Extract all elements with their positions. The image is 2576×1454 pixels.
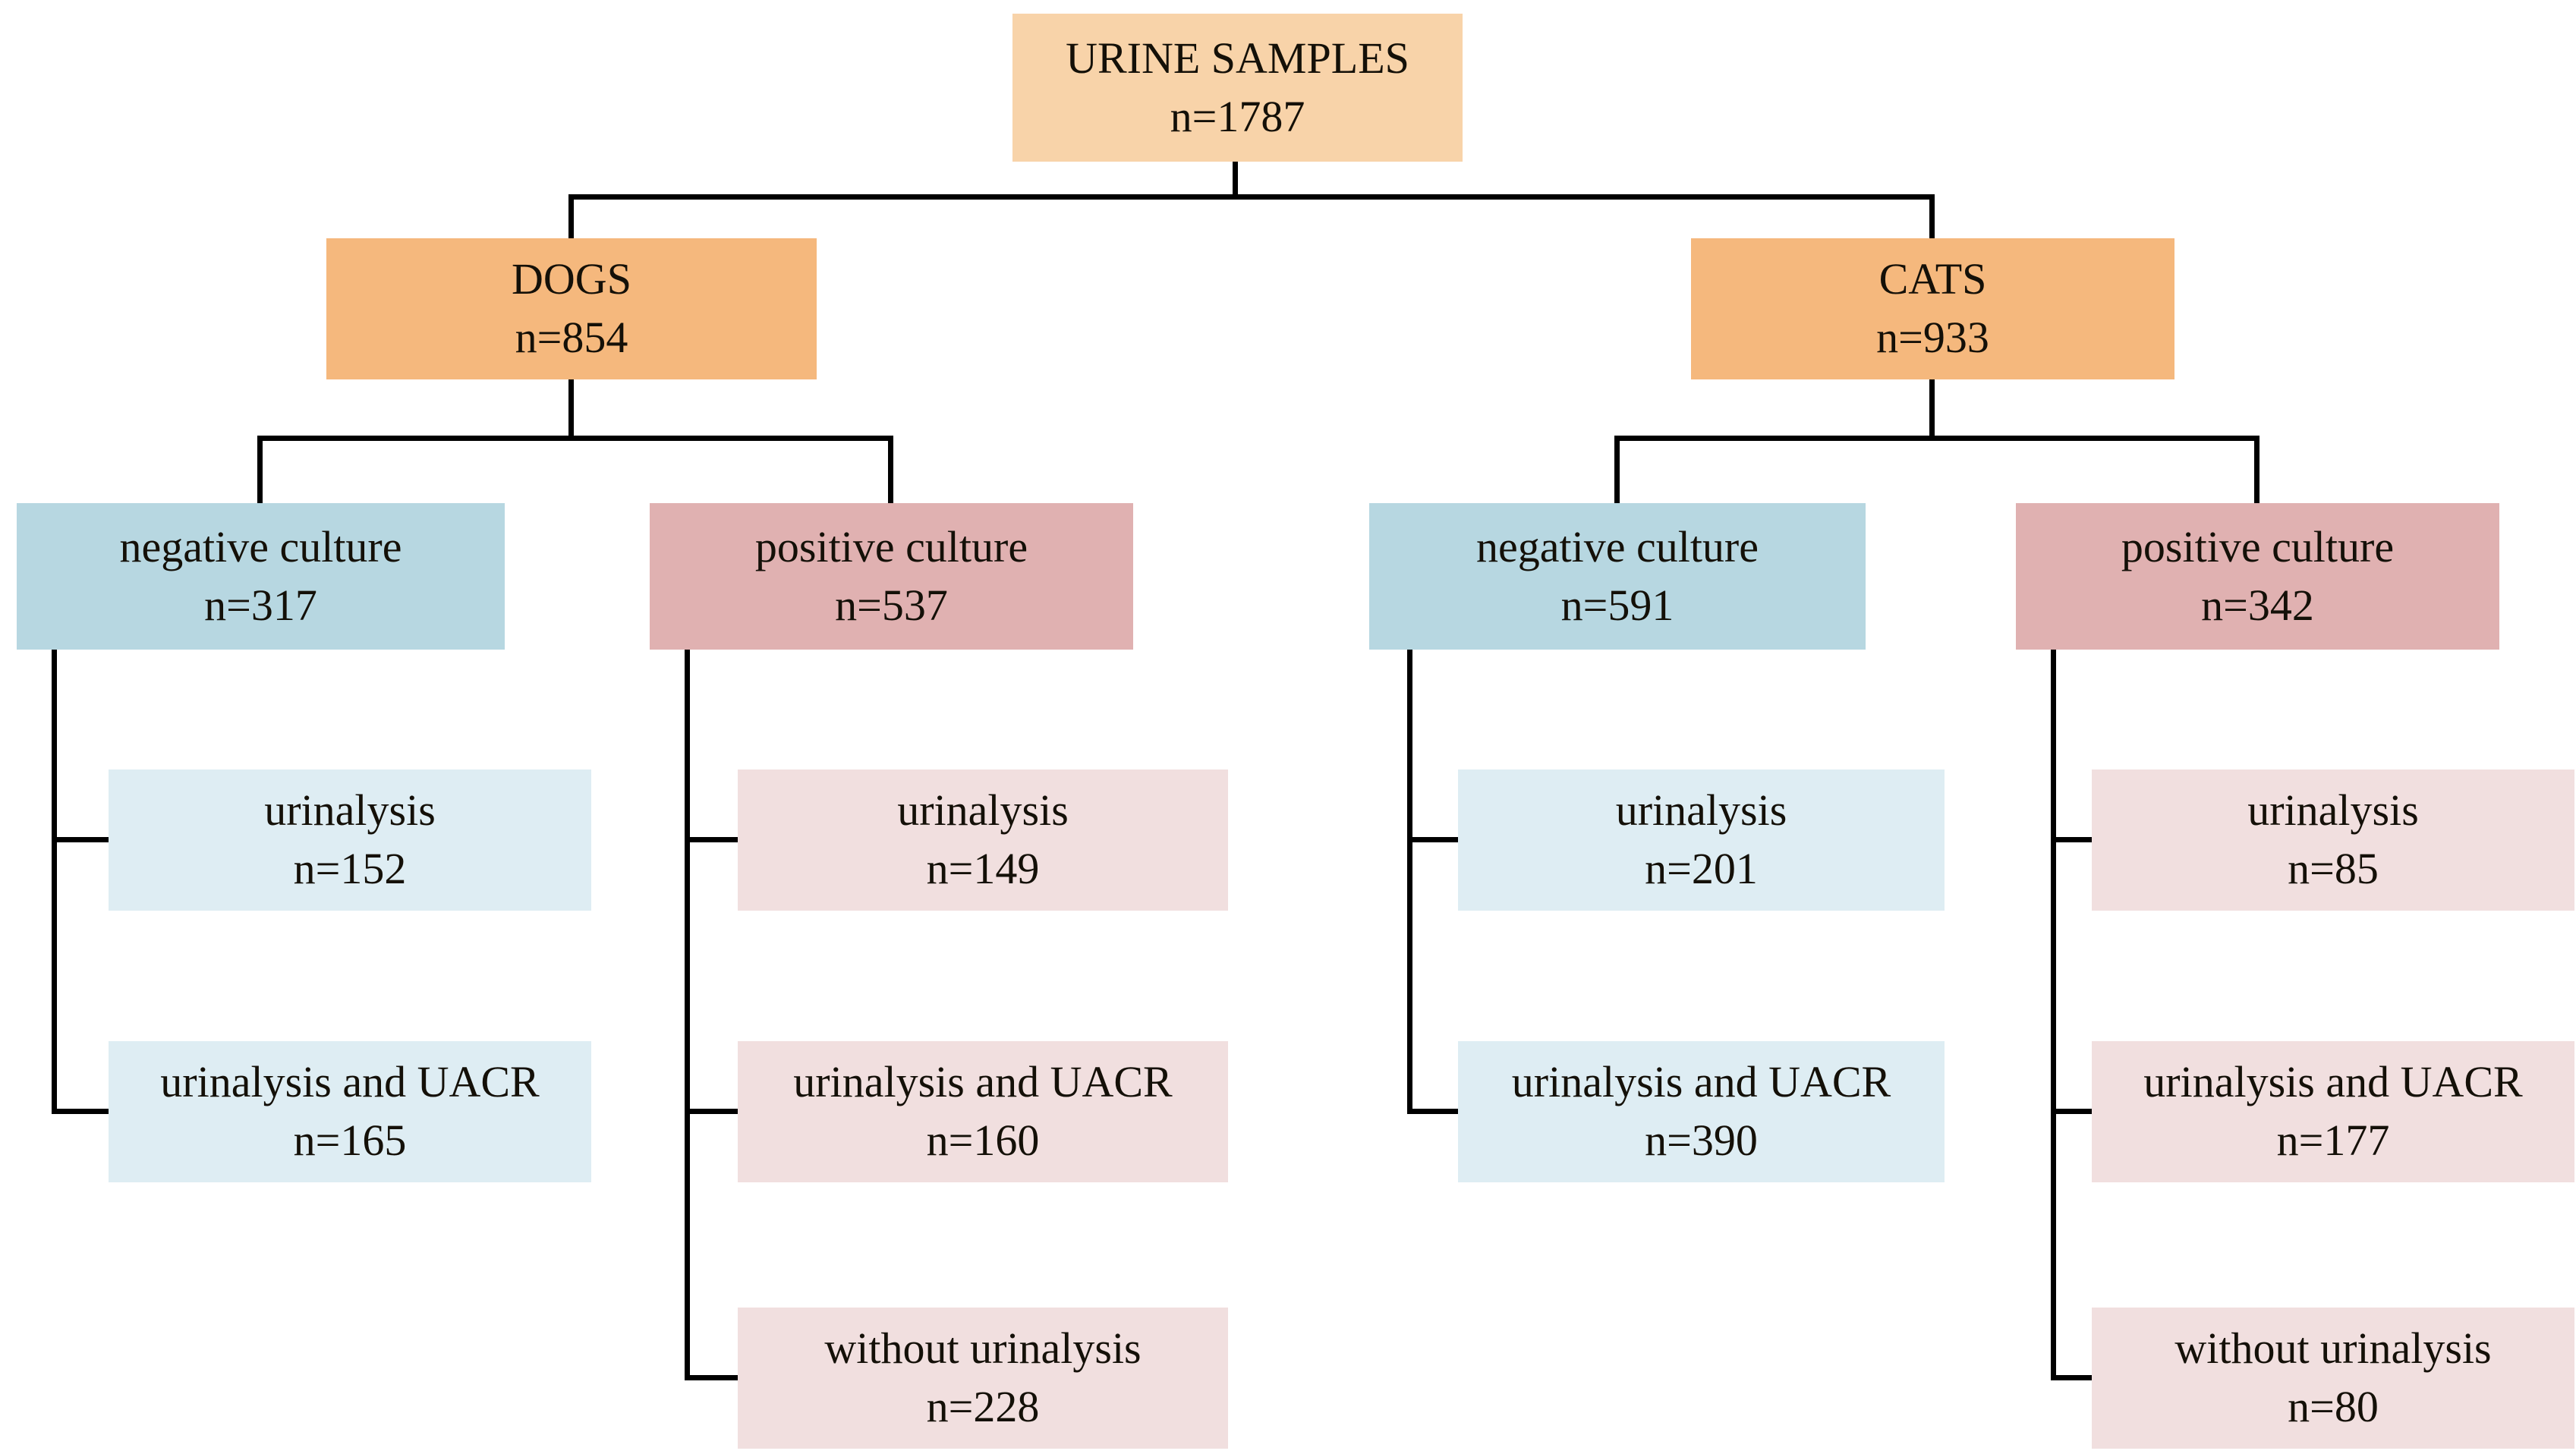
node-cats-positive-culture-count: n=342 bbox=[2201, 580, 2314, 630]
connector-cats-negative-drop bbox=[1614, 436, 1620, 505]
node-dogs-pos-urinalysis-uacr: urinalysis and UACR n=160 bbox=[738, 1041, 1228, 1182]
connector-dogs-negative-spine bbox=[52, 648, 57, 1114]
connector-cats-positive-drop bbox=[2254, 436, 2260, 505]
node-dogs-pos-without-urinalysis-count: n=228 bbox=[926, 1382, 1040, 1431]
connector-cats-positive-stub-1 bbox=[2051, 837, 2094, 842]
node-dogs-neg-urinalysis: urinalysis n=152 bbox=[109, 769, 591, 911]
connector-dogs-negative-stub-1 bbox=[52, 837, 111, 842]
node-cats-pos-urinalysis: urinalysis n=85 bbox=[2092, 769, 2574, 911]
node-dogs-pos-urinalysis-count: n=149 bbox=[926, 844, 1040, 893]
connector-dogs-negative-drop bbox=[257, 436, 263, 505]
node-cats-pos-urinalysis-uacr: urinalysis and UACR n=177 bbox=[2092, 1041, 2574, 1182]
connector-dogs-rail bbox=[257, 436, 893, 441]
connector-dogs-positive-spine bbox=[685, 648, 690, 1380]
node-dogs-positive-culture-label: positive culture bbox=[754, 521, 1028, 571]
node-dogs-neg-urinalysis-count: n=152 bbox=[293, 844, 407, 893]
node-cats-count: n=933 bbox=[1876, 313, 1989, 362]
node-cats-pos-without-urinalysis-count: n=80 bbox=[2288, 1382, 2379, 1431]
connector-dogs-drop bbox=[568, 194, 574, 240]
node-urine-samples-count: n=1787 bbox=[1170, 91, 1305, 141]
node-dogs-negative-culture-count: n=317 bbox=[204, 580, 317, 630]
connector-dogs-positive-stub-2 bbox=[685, 1109, 740, 1114]
node-dogs-neg-urinalysis-label: urinalysis bbox=[264, 785, 436, 836]
node-cats-positive-culture-label: positive culture bbox=[2121, 521, 2395, 571]
node-dogs-neg-urinalysis-uacr: urinalysis and UACR n=165 bbox=[109, 1041, 591, 1182]
node-dogs-pos-urinalysis: urinalysis n=149 bbox=[738, 769, 1228, 911]
connector-cats-drop bbox=[1929, 194, 1935, 240]
node-cats-pos-urinalysis-label: urinalysis bbox=[2247, 785, 2419, 836]
node-cats: CATS n=933 bbox=[1691, 238, 2174, 379]
node-cats-pos-urinalysis-count: n=85 bbox=[2288, 844, 2379, 893]
node-dogs-pos-urinalysis-uacr-label: urinalysis and UACR bbox=[793, 1057, 1173, 1107]
node-dogs-label: DOGS bbox=[512, 254, 631, 304]
node-cats-pos-urinalysis-uacr-label: urinalysis and UACR bbox=[2143, 1057, 2523, 1107]
node-dogs-count: n=854 bbox=[515, 313, 628, 362]
node-dogs-pos-without-urinalysis: without urinalysis n=228 bbox=[738, 1308, 1228, 1449]
node-urine-samples-label: URINE SAMPLES bbox=[1066, 33, 1409, 83]
node-cats-positive-culture: positive culture n=342 bbox=[2016, 503, 2499, 650]
connector-top-rail bbox=[568, 194, 1935, 200]
node-cats-pos-without-urinalysis-label: without urinalysis bbox=[2174, 1323, 2492, 1374]
node-dogs-positive-culture: positive culture n=537 bbox=[650, 503, 1133, 650]
connector-cats-negative-stub-1 bbox=[1407, 837, 1460, 842]
node-dogs-neg-urinalysis-uacr-count: n=165 bbox=[293, 1116, 407, 1165]
node-dogs-positive-culture-count: n=537 bbox=[835, 580, 948, 630]
connector-cats-positive-stub-2 bbox=[2051, 1109, 2094, 1114]
node-dogs-pos-urinalysis-uacr-count: n=160 bbox=[926, 1116, 1040, 1165]
node-cats-label: CATS bbox=[1878, 254, 1987, 304]
node-cats-neg-urinalysis-uacr-label: urinalysis and UACR bbox=[1511, 1057, 1891, 1107]
connector-dogs-positive-stub-1 bbox=[685, 837, 740, 842]
node-cats-negative-culture-count: n=591 bbox=[1560, 580, 1674, 630]
node-cats-neg-urinalysis-uacr-count: n=390 bbox=[1645, 1116, 1758, 1165]
connector-root-drop bbox=[1233, 161, 1238, 197]
connector-cats-positive-spine bbox=[2051, 648, 2056, 1380]
node-dogs: DOGS n=854 bbox=[326, 238, 817, 379]
node-cats-neg-urinalysis-uacr: urinalysis and UACR n=390 bbox=[1458, 1041, 1945, 1182]
connector-dogs-positive-drop bbox=[888, 436, 893, 505]
connector-dogs-down bbox=[568, 378, 574, 439]
connector-dogs-negative-stub-2 bbox=[52, 1109, 111, 1114]
node-cats-pos-without-urinalysis: without urinalysis n=80 bbox=[2092, 1308, 2574, 1449]
node-cats-neg-urinalysis-label: urinalysis bbox=[1615, 785, 1787, 836]
node-dogs-pos-without-urinalysis-label: without urinalysis bbox=[824, 1323, 1142, 1374]
node-dogs-negative-culture: negative culture n=317 bbox=[17, 503, 505, 650]
node-dogs-neg-urinalysis-uacr-label: urinalysis and UACR bbox=[160, 1057, 540, 1107]
connector-cats-negative-spine bbox=[1407, 648, 1412, 1114]
node-urine-samples: URINE SAMPLES n=1787 bbox=[1012, 14, 1463, 162]
node-cats-negative-culture: negative culture n=591 bbox=[1369, 503, 1866, 650]
connector-cats-down bbox=[1929, 378, 1935, 439]
node-cats-pos-urinalysis-uacr-count: n=177 bbox=[2276, 1116, 2390, 1165]
connector-cats-negative-stub-2 bbox=[1407, 1109, 1460, 1114]
node-cats-neg-urinalysis-count: n=201 bbox=[1645, 844, 1758, 893]
connector-dogs-positive-stub-3 bbox=[685, 1375, 740, 1380]
node-dogs-negative-culture-label: negative culture bbox=[119, 521, 402, 571]
node-cats-negative-culture-label: negative culture bbox=[1476, 521, 1759, 571]
node-dogs-pos-urinalysis-label: urinalysis bbox=[897, 785, 1069, 836]
connector-cats-rail bbox=[1614, 436, 2260, 441]
node-cats-neg-urinalysis: urinalysis n=201 bbox=[1458, 769, 1945, 911]
connector-cats-positive-stub-3 bbox=[2051, 1375, 2094, 1380]
